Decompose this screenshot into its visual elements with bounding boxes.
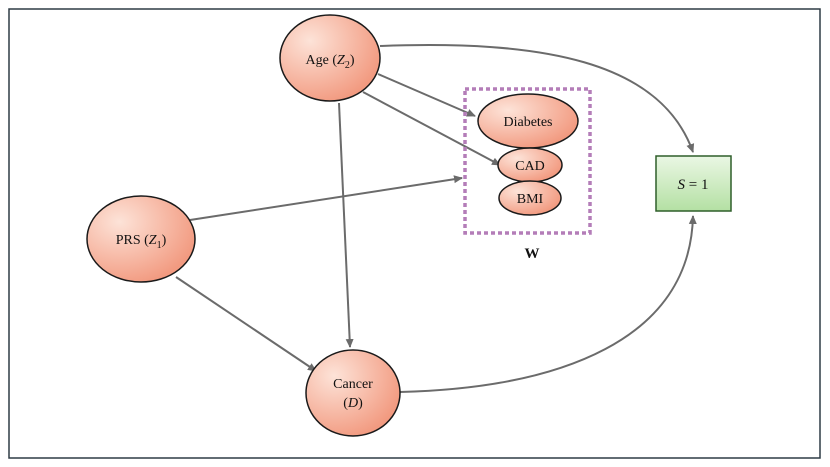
edge-age-to-cad xyxy=(362,91,501,166)
node-cancer-label-line1: Cancer xyxy=(333,377,373,392)
edges xyxy=(175,44,697,393)
edge-age-to-cancer xyxy=(338,102,354,348)
node-bmi-shape xyxy=(498,180,562,216)
edge-prs-to-cancer xyxy=(175,276,317,372)
node-age-shape xyxy=(279,14,381,102)
node-selection: S = 1 xyxy=(655,155,732,212)
node-prs-label: PRS (Z1) xyxy=(116,233,167,251)
node-diabetes-label: Diabetes xyxy=(504,115,553,130)
w-group-label: W xyxy=(525,246,540,262)
w-group-box xyxy=(463,87,592,235)
edge-prs-to-w-box xyxy=(189,175,463,221)
node-prs-shape xyxy=(86,195,196,283)
node-bmi-label: BMI xyxy=(517,192,544,207)
node-cancer: Cancer (D) xyxy=(305,349,401,437)
node-cad-label: CAD xyxy=(515,159,545,174)
node-diabetes: Diabetes xyxy=(477,93,579,149)
edge-age-to-diabetes xyxy=(377,73,476,117)
node-selection-label: S = 1 xyxy=(678,177,709,193)
edge-cancer-to-selection xyxy=(399,215,697,393)
node-age: Age (Z2) xyxy=(279,14,381,102)
node-age-label: Age (Z2) xyxy=(306,53,355,71)
edge-age-to-selection xyxy=(379,44,695,153)
node-cancer-shape xyxy=(305,349,401,437)
node-selection-shape xyxy=(655,155,732,212)
node-bmi: BMI xyxy=(498,180,562,216)
node-cad: CAD xyxy=(497,147,563,183)
node-prs: PRS (Z1) xyxy=(86,195,196,283)
node-cancer-label-line2: (D) xyxy=(343,396,363,411)
